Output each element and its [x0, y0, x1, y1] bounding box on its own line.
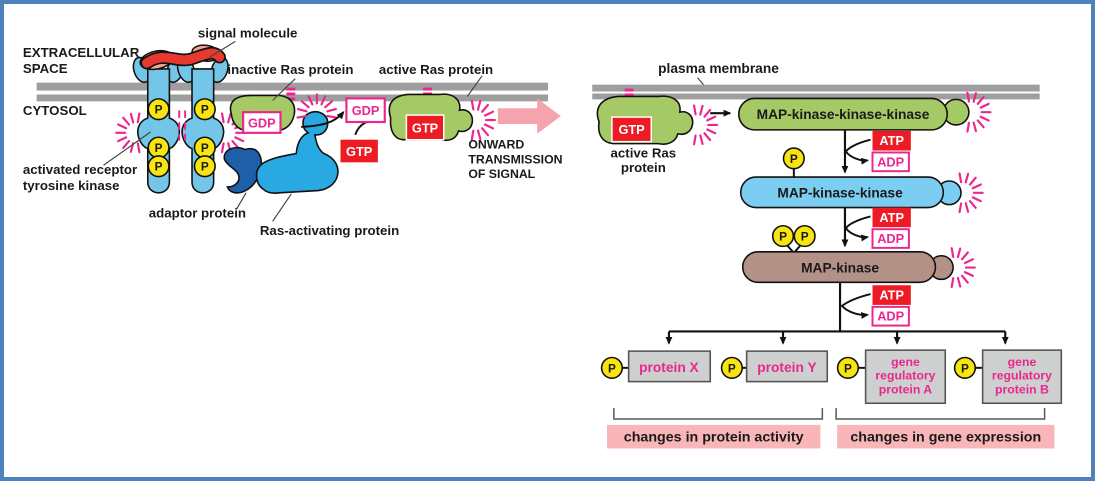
signal-molecule — [139, 44, 226, 71]
active-ras-right-label-2: protein — [621, 160, 666, 175]
active-ras-protein-right: GTP active Ras protein — [596, 95, 719, 175]
extracellular-space-label-1: EXTRACELLULAR — [23, 45, 140, 60]
target-branch — [665, 330, 1009, 345]
phosphate-label: P — [801, 230, 809, 244]
adp-label: ADP — [877, 231, 904, 246]
plasma-membrane-label: plasma membrane — [658, 61, 779, 76]
mapkkk-pill: MAP-kinase-kinase-kinase — [737, 91, 992, 133]
atp-label: ATP — [879, 288, 904, 303]
gene-reg-a-label-2: regulatory — [875, 369, 935, 383]
phosphate-label: P — [155, 160, 163, 174]
adp-label: ADP — [877, 309, 904, 324]
cytosol-label: CYTOSOL — [23, 103, 87, 118]
group-brackets — [613, 408, 1046, 420]
gene-reg-a-label-3: protein A — [879, 382, 933, 396]
gtp-label: GTP — [412, 120, 439, 135]
gene-reg-b-label-2: regulatory — [992, 369, 1052, 383]
target-protein-y: P protein Y — [720, 350, 829, 383]
phosphate-label: P — [608, 361, 616, 375]
phosphate-label: P — [201, 160, 209, 174]
gtp-label: GTP — [346, 144, 373, 159]
adaptor-protein-label: adaptor protein — [149, 205, 246, 220]
phosphate-label: P — [155, 103, 163, 117]
cascade-step-1: ATP ADP P — [782, 129, 911, 178]
activation-marks — [178, 110, 187, 141]
gdp-label: GDP — [248, 115, 276, 130]
phosphate-label: P — [844, 361, 852, 375]
nucleotide-exchange: GDP GTP — [301, 97, 387, 163]
protein-y-label: protein Y — [757, 360, 816, 375]
changes-protein-activity-label: changes in protein activity — [624, 430, 804, 446]
membrane-right — [592, 84, 1040, 100]
onward-label-2: TRANSMISSION — [468, 152, 562, 166]
inactive-ras-protein: GDP — [229, 94, 296, 134]
mapkkk-label: MAP-kinase-kinase-kinase — [757, 107, 930, 122]
pathway-diagram: P P P P P P GDP GDP GTP GTP signal molec… — [23, 25, 1063, 449]
gtp-label: GTP — [618, 122, 645, 137]
mapk-label: MAP-kinase — [801, 260, 879, 275]
activated-receptor-label-1: activated receptor — [23, 162, 137, 177]
active-ras-right-label-1: active Ras — [611, 145, 677, 160]
receptor-phosphates: P P P P P P — [147, 98, 216, 178]
phosphate-label: P — [961, 361, 969, 375]
cascade-step-3: ATP ADP — [838, 282, 911, 332]
changes-gene-expression-label: changes in gene expression — [850, 430, 1041, 446]
gene-reg-a-label-1: gene — [891, 355, 920, 369]
atp-label: ATP — [879, 133, 904, 148]
activated-receptor-label-2: tyrosine kinase — [23, 178, 120, 193]
phosphate-label: P — [779, 230, 787, 244]
gene-reg-b-label-3: protein B — [995, 382, 1049, 396]
target-gene-regulatory-protein-a: P gene regulatory protein A — [836, 349, 947, 405]
gene-reg-b-label-1: gene — [1008, 355, 1037, 369]
atp-label: ATP — [879, 210, 904, 225]
phosphate-label: P — [201, 103, 209, 117]
phosphate-label: P — [155, 141, 163, 155]
active-ras-label: active Ras protein — [379, 62, 493, 77]
target-gene-regulatory-protein-b: P gene regulatory protein B — [953, 349, 1063, 405]
receptor-tyrosine-kinase — [132, 56, 229, 194]
extracellular-space-label-2: SPACE — [23, 61, 68, 76]
mapkk-label: MAP-kinase-kinase — [777, 186, 903, 201]
pointer-lines — [103, 40, 705, 222]
gdp-label: GDP — [352, 103, 380, 118]
signal-molecule-label: signal molecule — [198, 25, 298, 40]
cascade-step-2: ATP ADP P P — [771, 207, 911, 253]
ras-activating-label: Ras-activating protein — [260, 223, 399, 238]
mapk-pill: MAP-kinase — [741, 247, 976, 288]
onward-arrow — [497, 98, 561, 134]
adaptor-protein — [223, 146, 263, 194]
kinase-burst-left — [115, 112, 141, 154]
phosphate-label: P — [790, 152, 798, 166]
phosphate-label: P — [201, 141, 209, 155]
onward-label-3: OF SIGNAL — [468, 167, 535, 181]
target-protein-x: P protein X — [600, 350, 712, 383]
outcome-banners: changes in protein activity changes in g… — [606, 424, 1055, 449]
inactive-ras-label: inactive Ras protein — [227, 62, 353, 77]
mapkk-pill: MAP-kinase-kinase — [739, 172, 984, 214]
active-ras-protein-left: GTP — [388, 93, 496, 142]
onward-label-1: ONWARD — [468, 138, 524, 152]
protein-x-label: protein X — [639, 360, 699, 375]
adp-label: ADP — [877, 154, 904, 169]
phosphate-label: P — [728, 361, 736, 375]
